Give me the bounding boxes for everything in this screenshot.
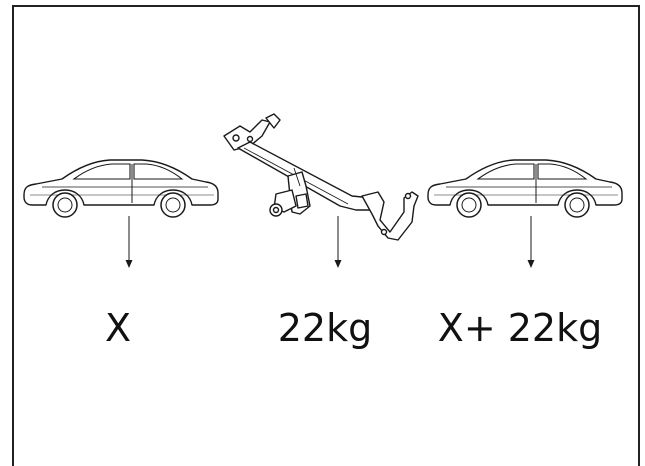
car-icon [427, 159, 623, 218]
car-icon [23, 159, 219, 218]
car-weight-label: X [104, 306, 132, 350]
towbar-icon [223, 113, 419, 241]
towbar-weight-label: 22kg [277, 306, 373, 350]
total-weight-label: X+ 22kg [437, 306, 603, 350]
down-arrow-icon [125, 215, 133, 269]
down-arrow-icon [527, 215, 535, 269]
down-arrow-icon [334, 215, 342, 269]
